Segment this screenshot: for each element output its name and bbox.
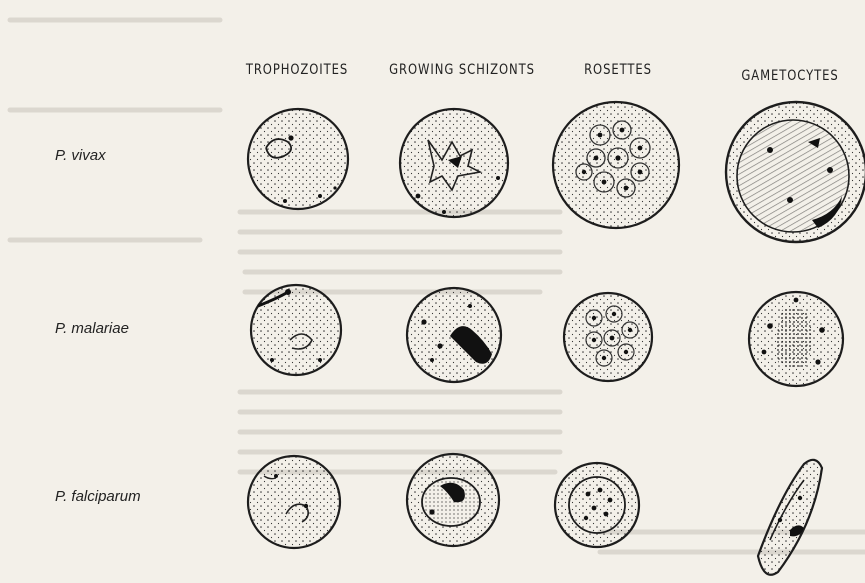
cell-vivax-gametocyte (726, 102, 865, 242)
cell-malariae-rosette (564, 293, 652, 381)
cell-falciparum-trophozoite (248, 456, 340, 548)
cell-vivax-growing-schizont (400, 109, 508, 217)
cell-vivax-trophozoite (248, 109, 348, 209)
cell-malariae-gametocyte (749, 292, 843, 386)
cell-malariae-growing-schizont (407, 288, 501, 382)
cell-falciparum-growing-schizont (407, 454, 499, 546)
cell-malariae-trophozoite (251, 285, 341, 375)
cell-falciparum-rosette (555, 463, 639, 547)
cell-falciparum-gametocyte (758, 460, 822, 575)
cell-vivax-rosette (553, 102, 679, 228)
